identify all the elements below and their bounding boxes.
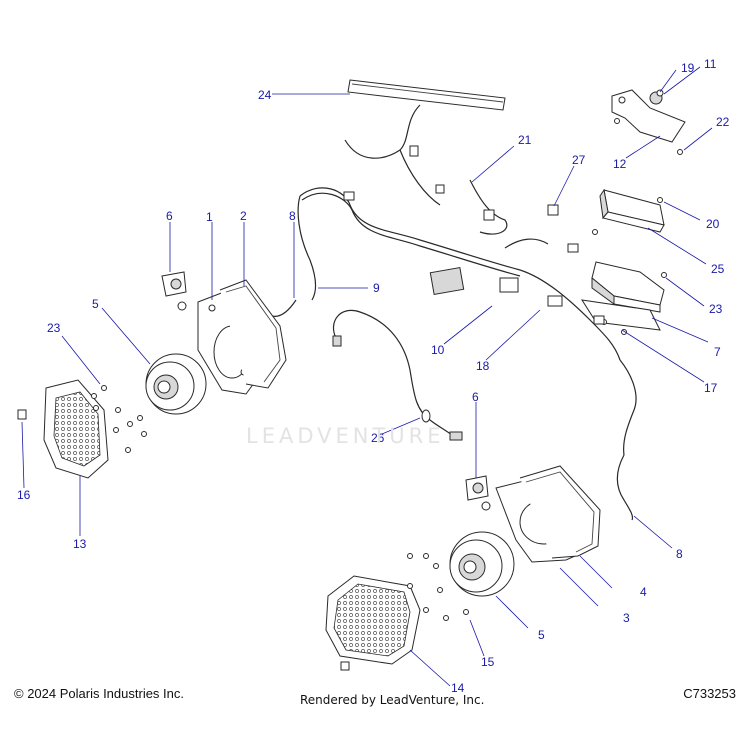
diagram-code: C733253 (683, 686, 736, 701)
callout-23: 23 (709, 302, 723, 316)
callout-15: 15 (481, 655, 495, 669)
part-2-gasket-left (219, 279, 287, 389)
callout-12: 12 (613, 157, 627, 171)
callout-9: 9 (373, 281, 380, 295)
right-screws (407, 553, 469, 621)
part-6-tweeter-upper (161, 271, 187, 311)
callout-20: 20 (706, 217, 720, 231)
callout-10: 10 (431, 343, 445, 357)
part-10-main-harness (271, 104, 637, 521)
callout-6: 6 (472, 390, 479, 404)
part-4-gasket-right (519, 465, 601, 559)
callout-5: 5 (538, 628, 545, 642)
callout-18: 18 (476, 359, 490, 373)
callout-3: 3 (623, 611, 630, 625)
callout-24: 24 (258, 88, 272, 102)
callout-8: 8 (289, 209, 296, 223)
callout-5: 5 (92, 297, 99, 311)
rendered-by-text: Rendered by LeadVenture, Inc. (300, 693, 485, 707)
part-12-bracket (611, 89, 686, 155)
part-13-grille-left (17, 379, 109, 479)
callout-26: 26 (371, 431, 385, 445)
callout-17: 17 (704, 381, 718, 395)
part-26-harness (332, 309, 463, 441)
part-25-amplifier (592, 188, 665, 235)
callout-2: 2 (240, 209, 247, 223)
callout-27: 27 (572, 153, 586, 167)
part-14-grille-right (325, 575, 421, 671)
part-27-connector (547, 204, 559, 216)
callout-25: 25 (711, 262, 725, 276)
callout-19: 19 (681, 61, 695, 75)
callout-6: 6 (166, 209, 173, 223)
callout-14: 14 (451, 681, 465, 695)
callout-11: 11 (704, 57, 717, 71)
left-screws (91, 385, 147, 453)
callout-13: 13 (73, 537, 87, 551)
part-5-speaker-right (449, 531, 515, 597)
callout-16: 16 (17, 488, 31, 502)
callout-21: 21 (518, 133, 532, 147)
callout-8: 8 (676, 547, 683, 561)
part-23-module (591, 261, 667, 313)
leader-lines (21, 66, 713, 687)
part-6-tweeter-lower (465, 475, 491, 511)
part-5-speaker-left (145, 353, 207, 415)
callout-labels: 1 2 3 4 5 5 6 6 7 8 8 9 10 11 12 13 14 1… (17, 57, 730, 695)
part-24-strip (347, 79, 506, 111)
watermark: LEADVENTURE (246, 424, 445, 448)
callout-7: 7 (714, 345, 721, 359)
callout-22: 22 (716, 115, 730, 129)
callout-4: 4 (640, 585, 647, 599)
callout-1: 1 (206, 210, 213, 224)
callout-23: 23 (47, 321, 61, 335)
copyright-text: © 2024 Polaris Industries Inc. (14, 686, 184, 701)
